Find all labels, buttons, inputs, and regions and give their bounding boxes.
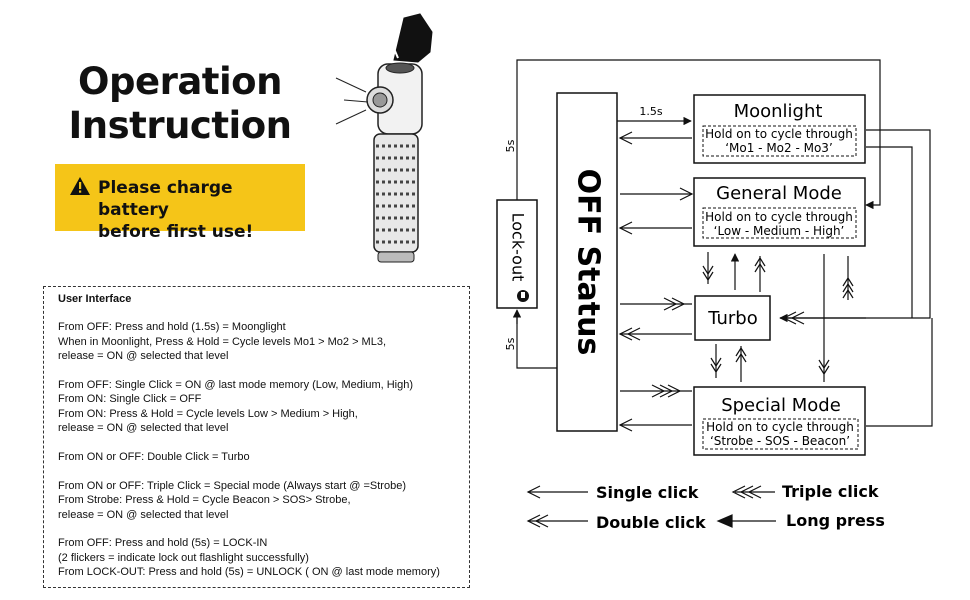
moonlight-hint-1: Hold on to cycle through	[705, 127, 853, 141]
special-mode-hint-box	[702, 418, 859, 450]
ui-line: From OFF: Press and hold (1.5s) = Moongl…	[58, 321, 286, 334]
legend-single-click: Single click	[596, 483, 699, 502]
general-mode-title: General Mode	[716, 183, 842, 204]
charge-warning-banner: Please charge battery before first use!	[55, 164, 305, 242]
lockout-time-up: 5s	[504, 139, 517, 152]
lockout-label: Lock-out	[509, 213, 528, 282]
ui-line: From ON or OFF: Triple Click = Special m…	[58, 479, 406, 492]
turbo-box	[694, 295, 771, 341]
ui-line: From ON: Single Click = OFF	[58, 393, 202, 406]
ui-line: From OFF: Single Click = ON @ last mode …	[58, 379, 414, 392]
turbo-title: Turbo	[707, 308, 758, 329]
page-title: Operation Instruction	[60, 60, 300, 148]
ui-line: release = ON @ selected that level	[58, 508, 229, 521]
lockout-time-down: 5s	[504, 337, 517, 350]
lockout-box	[496, 199, 538, 309]
legend-triple-click: Triple click	[782, 482, 879, 501]
ui-line: From OFF: Press and hold (5s) = LOCK-IN	[58, 537, 268, 550]
ui-line: From LOCK-OUT: Press and hold (5s) = UNL…	[58, 566, 440, 579]
ui-line: release = ON @ selected that level	[58, 422, 229, 435]
legend-double-click: Double click	[596, 513, 706, 532]
ui-line: From ON: Press & Hold = Cycle levels Low…	[58, 407, 358, 420]
warning-triangle-icon	[70, 177, 90, 195]
legend-symbols	[526, 485, 776, 528]
off-status-box	[556, 92, 618, 432]
general-mode-hint-2: ‘Low - Medium - High’	[714, 224, 845, 238]
ui-line: From Strobe: Press & Hold = Cycle Beacon…	[58, 494, 351, 507]
general-mode-hint-box	[702, 207, 857, 239]
moonlight-title: Moonlight	[734, 101, 823, 122]
moonlight-box	[693, 94, 866, 164]
moonlight-hold-time: 1.5s	[639, 105, 662, 118]
moonlight-hint-2: ‘Mo1 - Mo2 - Mo3’	[725, 141, 833, 155]
ui-line: From ON or OFF: Double Click = Turbo	[58, 451, 250, 464]
ui-line: When in Moonlight, Press & Hold = Cycle …	[58, 335, 387, 348]
ui-line: (2 flickers = indicate lock out flashlig…	[58, 551, 309, 564]
legend-long-press: Long press	[786, 511, 885, 530]
user-interface-panel	[43, 286, 470, 588]
warning-line-1: Please charge battery	[98, 178, 233, 220]
special-mode-box	[693, 386, 866, 456]
pointing-hand-icon	[390, 13, 433, 63]
title-line-1: Operation	[78, 60, 282, 103]
double-click-symbol	[526, 514, 588, 528]
user-interface-text: User Interface From OFF: Press and hold …	[58, 292, 470, 580]
special-mode-hint-2: ‘Strobe - SOS - Beacon’	[710, 434, 850, 448]
special-mode-hint-1: Hold on to cycle through	[706, 420, 854, 434]
general-mode-box	[693, 177, 866, 247]
user-interface-heading: User Interface	[58, 293, 132, 305]
single-click-symbol	[526, 485, 588, 499]
general-mode-hint-1: Hold on to cycle through	[705, 210, 853, 224]
special-mode-title: Special Mode	[721, 395, 841, 416]
title-line-2: Instruction	[68, 104, 292, 147]
ui-line: release = ON @ selected that level	[58, 350, 229, 363]
warning-line-2: before first use!	[98, 222, 254, 242]
lock-icon	[517, 290, 529, 302]
flashlight-illustration	[335, 13, 433, 263]
triple-click-symbol	[731, 485, 775, 499]
connector-lines	[512, 59, 933, 432]
moonlight-hint-box	[702, 125, 857, 157]
off-status-label: OFF Status	[571, 169, 606, 356]
long-press-symbol	[716, 514, 776, 528]
